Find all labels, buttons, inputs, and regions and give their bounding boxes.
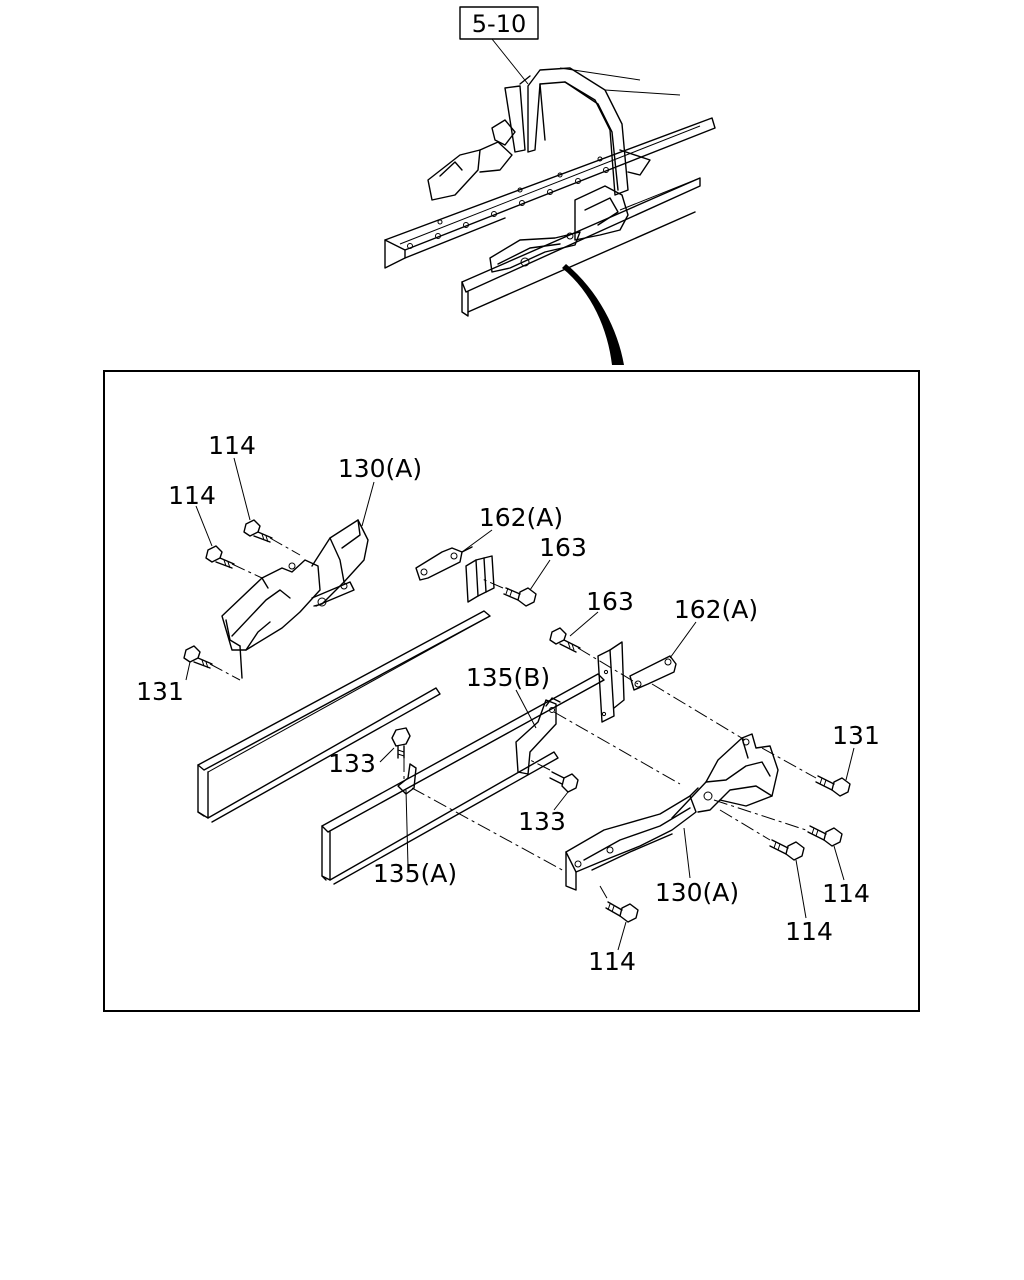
callout-114: 114 xyxy=(168,481,216,510)
overview-frame-assembly: 5-10 xyxy=(384,6,716,365)
bracket-135b xyxy=(515,697,561,775)
bracket-162a-right xyxy=(629,655,677,691)
callout-163: 163 xyxy=(586,587,634,616)
bolt-114-b xyxy=(205,545,235,569)
callout-135b: 135(B) xyxy=(466,663,550,692)
detail-panel xyxy=(103,370,920,1012)
reference-label: 5-10 xyxy=(472,10,526,38)
callout-114: 114 xyxy=(208,431,256,460)
callout-135a: 135(A) xyxy=(373,859,457,888)
callout-133: 133 xyxy=(518,807,566,836)
bolt-133-left xyxy=(391,727,411,759)
bolt-131-left xyxy=(183,645,213,669)
bolt-131-right xyxy=(815,775,851,797)
callout-162a: 162(A) xyxy=(479,503,563,532)
callout-131: 131 xyxy=(832,721,880,750)
callout-130a: 130(A) xyxy=(338,454,422,483)
bracket-130a-right xyxy=(565,733,779,891)
bolt-114-bottom xyxy=(605,901,639,923)
callout-163: 163 xyxy=(539,533,587,562)
callout-114: 114 xyxy=(785,917,833,946)
bracket-130a-left xyxy=(221,519,369,679)
bracket-162a-top xyxy=(415,546,473,581)
bracket-135a xyxy=(397,763,417,795)
bolt-163-top xyxy=(503,587,537,607)
bolt-114-a xyxy=(243,519,273,543)
leader-lines xyxy=(185,457,855,951)
callout-130a: 130(A) xyxy=(655,878,739,907)
bolt-114-right-a xyxy=(807,825,843,847)
bolt-133-mid xyxy=(549,771,579,793)
callout-133: 133 xyxy=(328,749,376,778)
bolt-114-right-b xyxy=(769,839,805,861)
callout-162a: 162(A) xyxy=(674,595,758,624)
left-frame-rail xyxy=(197,610,491,823)
plate-top xyxy=(465,555,495,603)
reference-box xyxy=(459,6,539,40)
callout-labels: 114 114 130(A) 162(A) 163 131 163 162(A)… xyxy=(136,431,880,976)
right-frame-rail xyxy=(321,673,605,885)
callout-131: 131 xyxy=(136,677,184,706)
plate-mid xyxy=(597,641,625,723)
callout-114: 114 xyxy=(822,879,870,908)
bolt-163-mid xyxy=(549,627,581,653)
assembly-lines xyxy=(209,537,817,901)
callout-114: 114 xyxy=(588,947,636,976)
